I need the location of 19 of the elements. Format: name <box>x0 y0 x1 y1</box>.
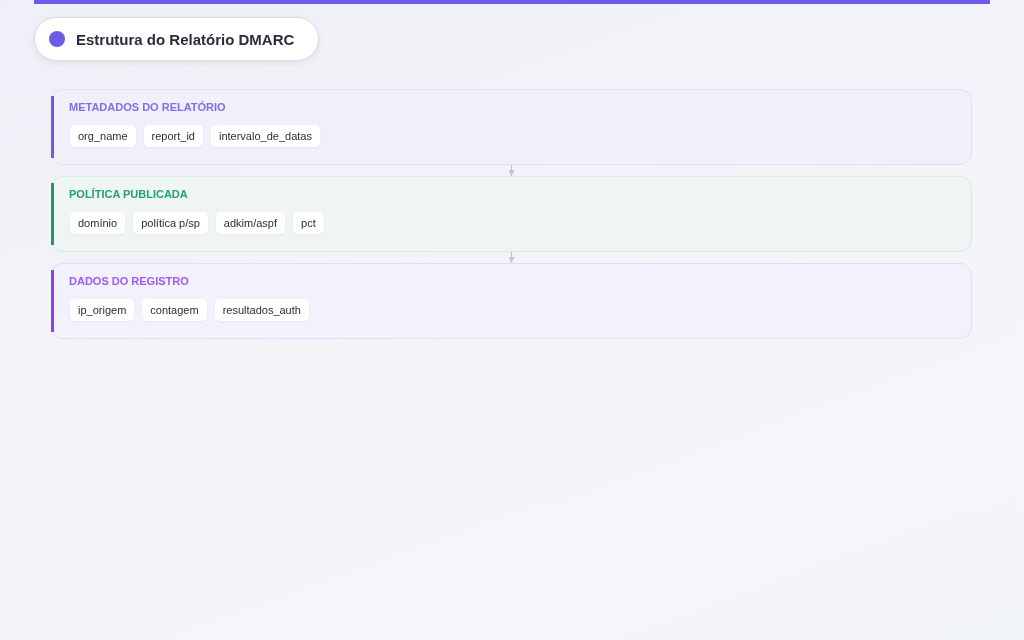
section-heading: METADADOS DO RELATÓRIO <box>69 100 226 114</box>
field-name: adkim/aspf <box>215 212 286 234</box>
field-name: org_name <box>70 125 136 147</box>
section-heading: DADOS DO REGISTRO <box>69 274 189 288</box>
field-name: ip_origem <box>70 299 135 321</box>
section-panel <box>51 89 972 165</box>
field-name: domínio <box>70 212 126 234</box>
field-name: contagem <box>142 299 207 321</box>
field-name: resultados_auth <box>214 299 309 321</box>
section-panel <box>51 176 972 252</box>
field-name: pct <box>293 212 324 234</box>
field-name: intervalo_de_datas <box>210 125 320 147</box>
arrow <box>508 164 515 177</box>
section-panel <box>51 263 972 339</box>
arrow <box>508 251 515 264</box>
diagram-title: Estrutura do Relatório DMARC <box>76 30 295 48</box>
field-name: report_id <box>143 125 203 147</box>
section-heading: POLÍTICA PUBLICADA <box>69 187 188 201</box>
field-name: política p/sp <box>133 212 208 234</box>
